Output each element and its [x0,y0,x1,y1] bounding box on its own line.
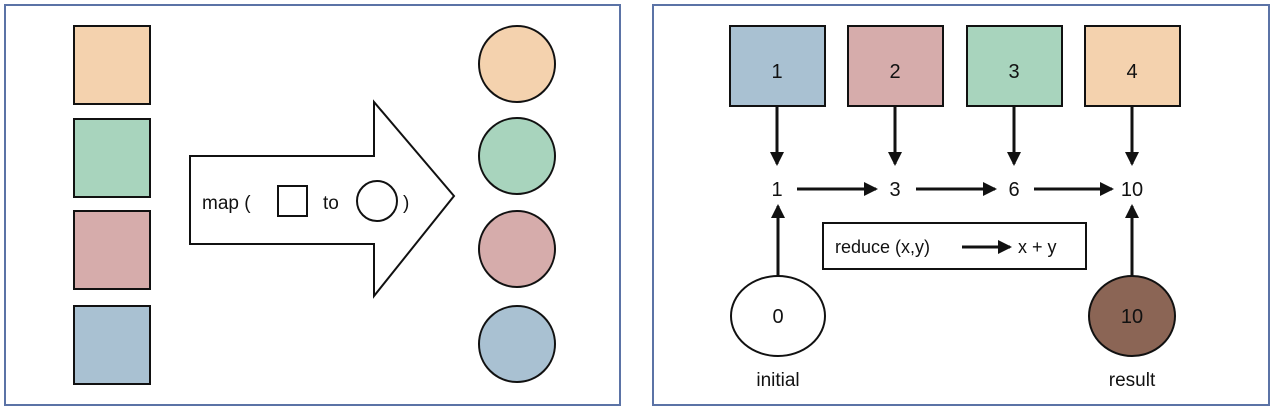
input-box-label: 4 [1126,61,1137,83]
input-square [73,210,151,290]
input-square [73,25,151,105]
map-arrow [189,99,456,299]
map-label-middle: to [323,193,339,214]
initial-value: 0 [772,306,783,328]
input-box-3 [966,25,1063,107]
output-circle [478,117,556,195]
input-square [73,305,151,385]
output-circle [478,305,556,383]
circle-symbol [356,180,398,222]
square-symbol [277,185,308,217]
input-box-2 [847,25,944,107]
accumulator-value: 3 [889,179,900,201]
result-label: result [1109,370,1156,391]
map-panel: map ( to ) [4,4,621,406]
map-label-prefix: map ( [202,193,251,214]
reduce-function-box [822,222,1087,270]
map-label-suffix: ) [403,193,409,214]
input-box-label: 2 [889,61,900,83]
result-value: 10 [1121,306,1143,328]
output-circle [478,25,556,103]
accumulator-value: 1 [771,179,782,201]
reduce-diagram: 1 2 3 4 1 3 6 10 reduce (x,y) x + y 0 in… [729,25,1181,391]
reduce-panel: 1 2 3 4 1 3 6 10 reduce (x,y) x + y 0 in… [652,4,1270,406]
initial-label: initial [756,370,799,391]
input-box-1 [729,25,826,107]
accumulator-value: 10 [1121,179,1143,201]
output-circle [478,210,556,288]
accumulator-value: 6 [1008,179,1019,201]
reduce-function-result: x + y [1018,237,1057,257]
reduce-function-label: reduce (x,y) [835,237,930,257]
map-diagram: map ( to ) [73,25,556,385]
input-box-label: 3 [1008,61,1019,83]
input-box-label: 1 [771,61,782,83]
input-square [73,118,151,198]
input-box-4 [1084,25,1181,107]
